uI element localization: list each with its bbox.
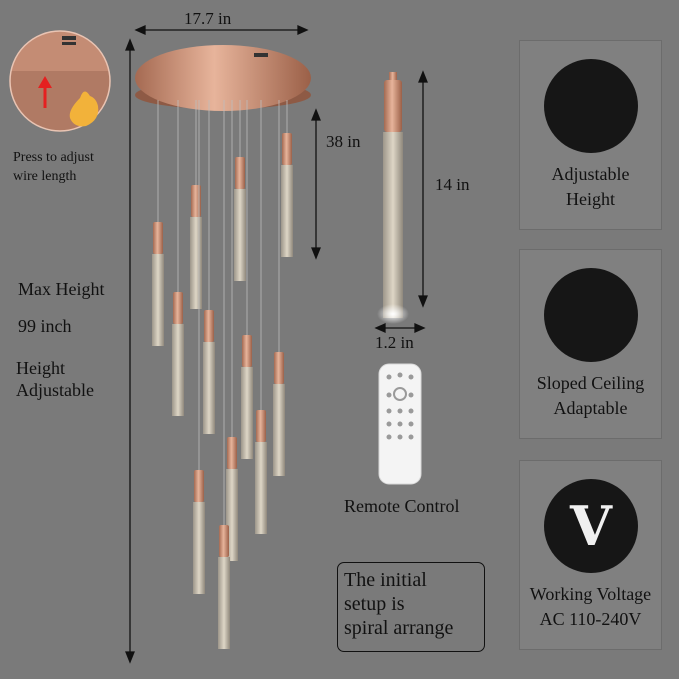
feature-text: Sloped Ceiling Adaptable — [520, 371, 661, 421]
crystal-tube — [203, 342, 215, 434]
pendant-tubes — [152, 100, 293, 649]
feature-circle — [544, 59, 638, 153]
red-up-arrow-icon — [38, 76, 52, 88]
feature-line1: Adjustable — [551, 164, 630, 184]
max-height-label: Max Height — [18, 279, 105, 299]
crystal-tube — [241, 367, 253, 459]
drop-dimension-line — [311, 108, 321, 260]
feature-line2: Adaptable — [553, 398, 628, 418]
crystal-tube — [190, 217, 202, 309]
tube-cap — [191, 185, 201, 217]
feature-line1: Working Voltage — [529, 584, 652, 604]
crystal-tube — [193, 502, 205, 594]
tube-cap — [204, 310, 214, 342]
spiral-setup-note: The initial setup is spiral arrange — [337, 562, 485, 652]
note-line1: The initial — [344, 569, 427, 591]
feature-line2: AC 110-240V — [539, 609, 642, 629]
feature-circle: V — [544, 479, 638, 573]
tube-cap — [194, 470, 204, 502]
feature-panel-working-voltage: V Working Voltage AC 110-240V — [519, 460, 662, 650]
inset-caption-line1: Press to adjust — [13, 150, 94, 165]
crystal-tube — [255, 442, 267, 534]
feature-line2: Height — [566, 189, 615, 209]
tube-cap — [242, 335, 252, 367]
pointing-hand-icon — [69, 91, 99, 127]
single-tube-detail — [377, 72, 409, 324]
crystal-tube — [218, 557, 230, 649]
ceiling-canopy — [135, 45, 311, 111]
tube-cap — [256, 410, 266, 442]
feature-text: Adjustable Height — [520, 162, 661, 212]
tube-length-label: 14 in — [435, 175, 470, 194]
tube-cap — [153, 222, 163, 254]
crystal-tube — [234, 189, 246, 281]
crystal-tube — [273, 384, 285, 476]
tube-cap — [274, 352, 284, 384]
feature-line1: Sloped Ceiling — [536, 373, 645, 393]
tube-cap — [227, 437, 237, 469]
drop-label: 38 in — [326, 132, 361, 151]
tube-cap — [235, 157, 245, 189]
inset-caption-line2: wire length — [13, 169, 77, 184]
remote-control-label: Remote Control — [344, 496, 460, 516]
tube-cap — [219, 525, 229, 557]
max-height-value: 99 inch — [18, 316, 72, 336]
wire-adjust-inset — [9, 30, 111, 132]
height-adjustable-line2: Adjustable — [16, 380, 94, 400]
inset-caption: Press to adjust wire length — [13, 148, 94, 186]
width-label: 17.7 in — [184, 9, 232, 28]
note-line3: spiral arrange — [344, 617, 454, 639]
height-adjustable-label: Height Adjustable — [16, 357, 94, 401]
tube-cap — [173, 292, 183, 324]
tube-diameter-dimension-line — [374, 322, 426, 334]
feature-text: Working Voltage AC 110-240V — [520, 582, 661, 632]
feature-panel-adjustable-height: Adjustable Height — [519, 40, 662, 230]
voltage-v-icon: V — [570, 494, 612, 558]
note-line2: setup is — [344, 593, 405, 615]
feature-panel-sloped-ceiling: Sloped Ceiling Adaptable — [519, 249, 662, 439]
remote-control-image — [378, 363, 422, 485]
width-dimension-line — [134, 24, 309, 36]
height-adjustable-line1: Height — [16, 358, 65, 378]
max-height-dimension-line — [125, 38, 135, 664]
crystal-tube — [172, 324, 184, 416]
crystal-tube — [152, 254, 164, 346]
tube-diameter-label: 1.2 in — [375, 333, 414, 352]
crystal-tube — [281, 165, 293, 257]
feature-circle — [544, 268, 638, 362]
tube-length-dimension-line — [418, 70, 428, 308]
tube-cap — [282, 133, 292, 165]
